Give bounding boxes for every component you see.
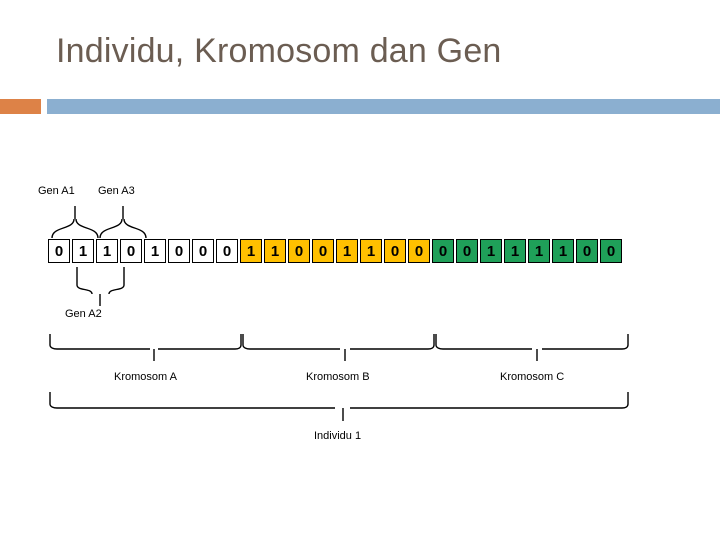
bit-cell: 0 (576, 239, 598, 263)
bit-cell: 0 (192, 239, 214, 263)
gene-label-a3: Gen A3 (98, 185, 135, 197)
kromosom-b-bracket-left (242, 334, 340, 350)
bit-cell: 0 (312, 239, 334, 263)
bit-cell: 0 (600, 239, 622, 263)
gen-a2-brace-left (76, 267, 93, 295)
bit-cell: 0 (168, 239, 190, 263)
bit-cell: 1 (144, 239, 166, 263)
bit-cell: 0 (216, 239, 238, 263)
gene-label-a2: Gen A2 (65, 308, 102, 320)
page-title: Individu, Kromosom dan Gen (56, 32, 502, 70)
header-accent-blue (47, 99, 720, 114)
kromosom-a-bracket-right (158, 334, 242, 350)
bit-cell: 1 (528, 239, 550, 263)
bit-cell: 1 (96, 239, 118, 263)
header-accent-orange (0, 99, 41, 114)
bit-cell: 1 (336, 239, 358, 263)
bit-cell: 1 (72, 239, 94, 263)
bit-cell: 0 (384, 239, 406, 263)
bit-cell: 0 (408, 239, 430, 263)
bit-cell: 1 (480, 239, 502, 263)
individual-label: Individu 1 (314, 430, 362, 442)
gen-a3-brace-right (123, 218, 147, 239)
bit-cell: 1 (360, 239, 382, 263)
bit-cell: 0 (288, 239, 310, 263)
gen-a2-brace-right (108, 267, 125, 295)
kromosom-a-bracket-left (49, 334, 150, 350)
gene-label-a1: Gen A1 (38, 185, 75, 197)
kromosom-b-bracket-right (350, 334, 435, 350)
bit-cell: 1 (240, 239, 262, 263)
bit-cell: 0 (120, 239, 142, 263)
gen-a1-brace-right (75, 218, 99, 239)
kromosom-c-bracket-right (542, 334, 629, 350)
individu-bracket-left (49, 392, 335, 409)
bit-cell: 0 (456, 239, 478, 263)
bit-cell: 0 (48, 239, 70, 263)
chromosome-label-c: Kromosom C (500, 371, 565, 383)
individu-bracket-right (350, 392, 629, 409)
bit-cell: 0 (432, 239, 454, 263)
chromosome-label-a: Kromosom A (114, 371, 177, 383)
bit-cell: 1 (264, 239, 286, 263)
gen-a1-brace-left (51, 218, 75, 239)
chromosome-label-b: Kromosom B (306, 371, 370, 383)
bit-cell: 1 (504, 239, 526, 263)
kromosom-c-bracket-left (435, 334, 532, 350)
gen-a3-brace-left (99, 218, 123, 239)
bit-cell: 1 (552, 239, 574, 263)
